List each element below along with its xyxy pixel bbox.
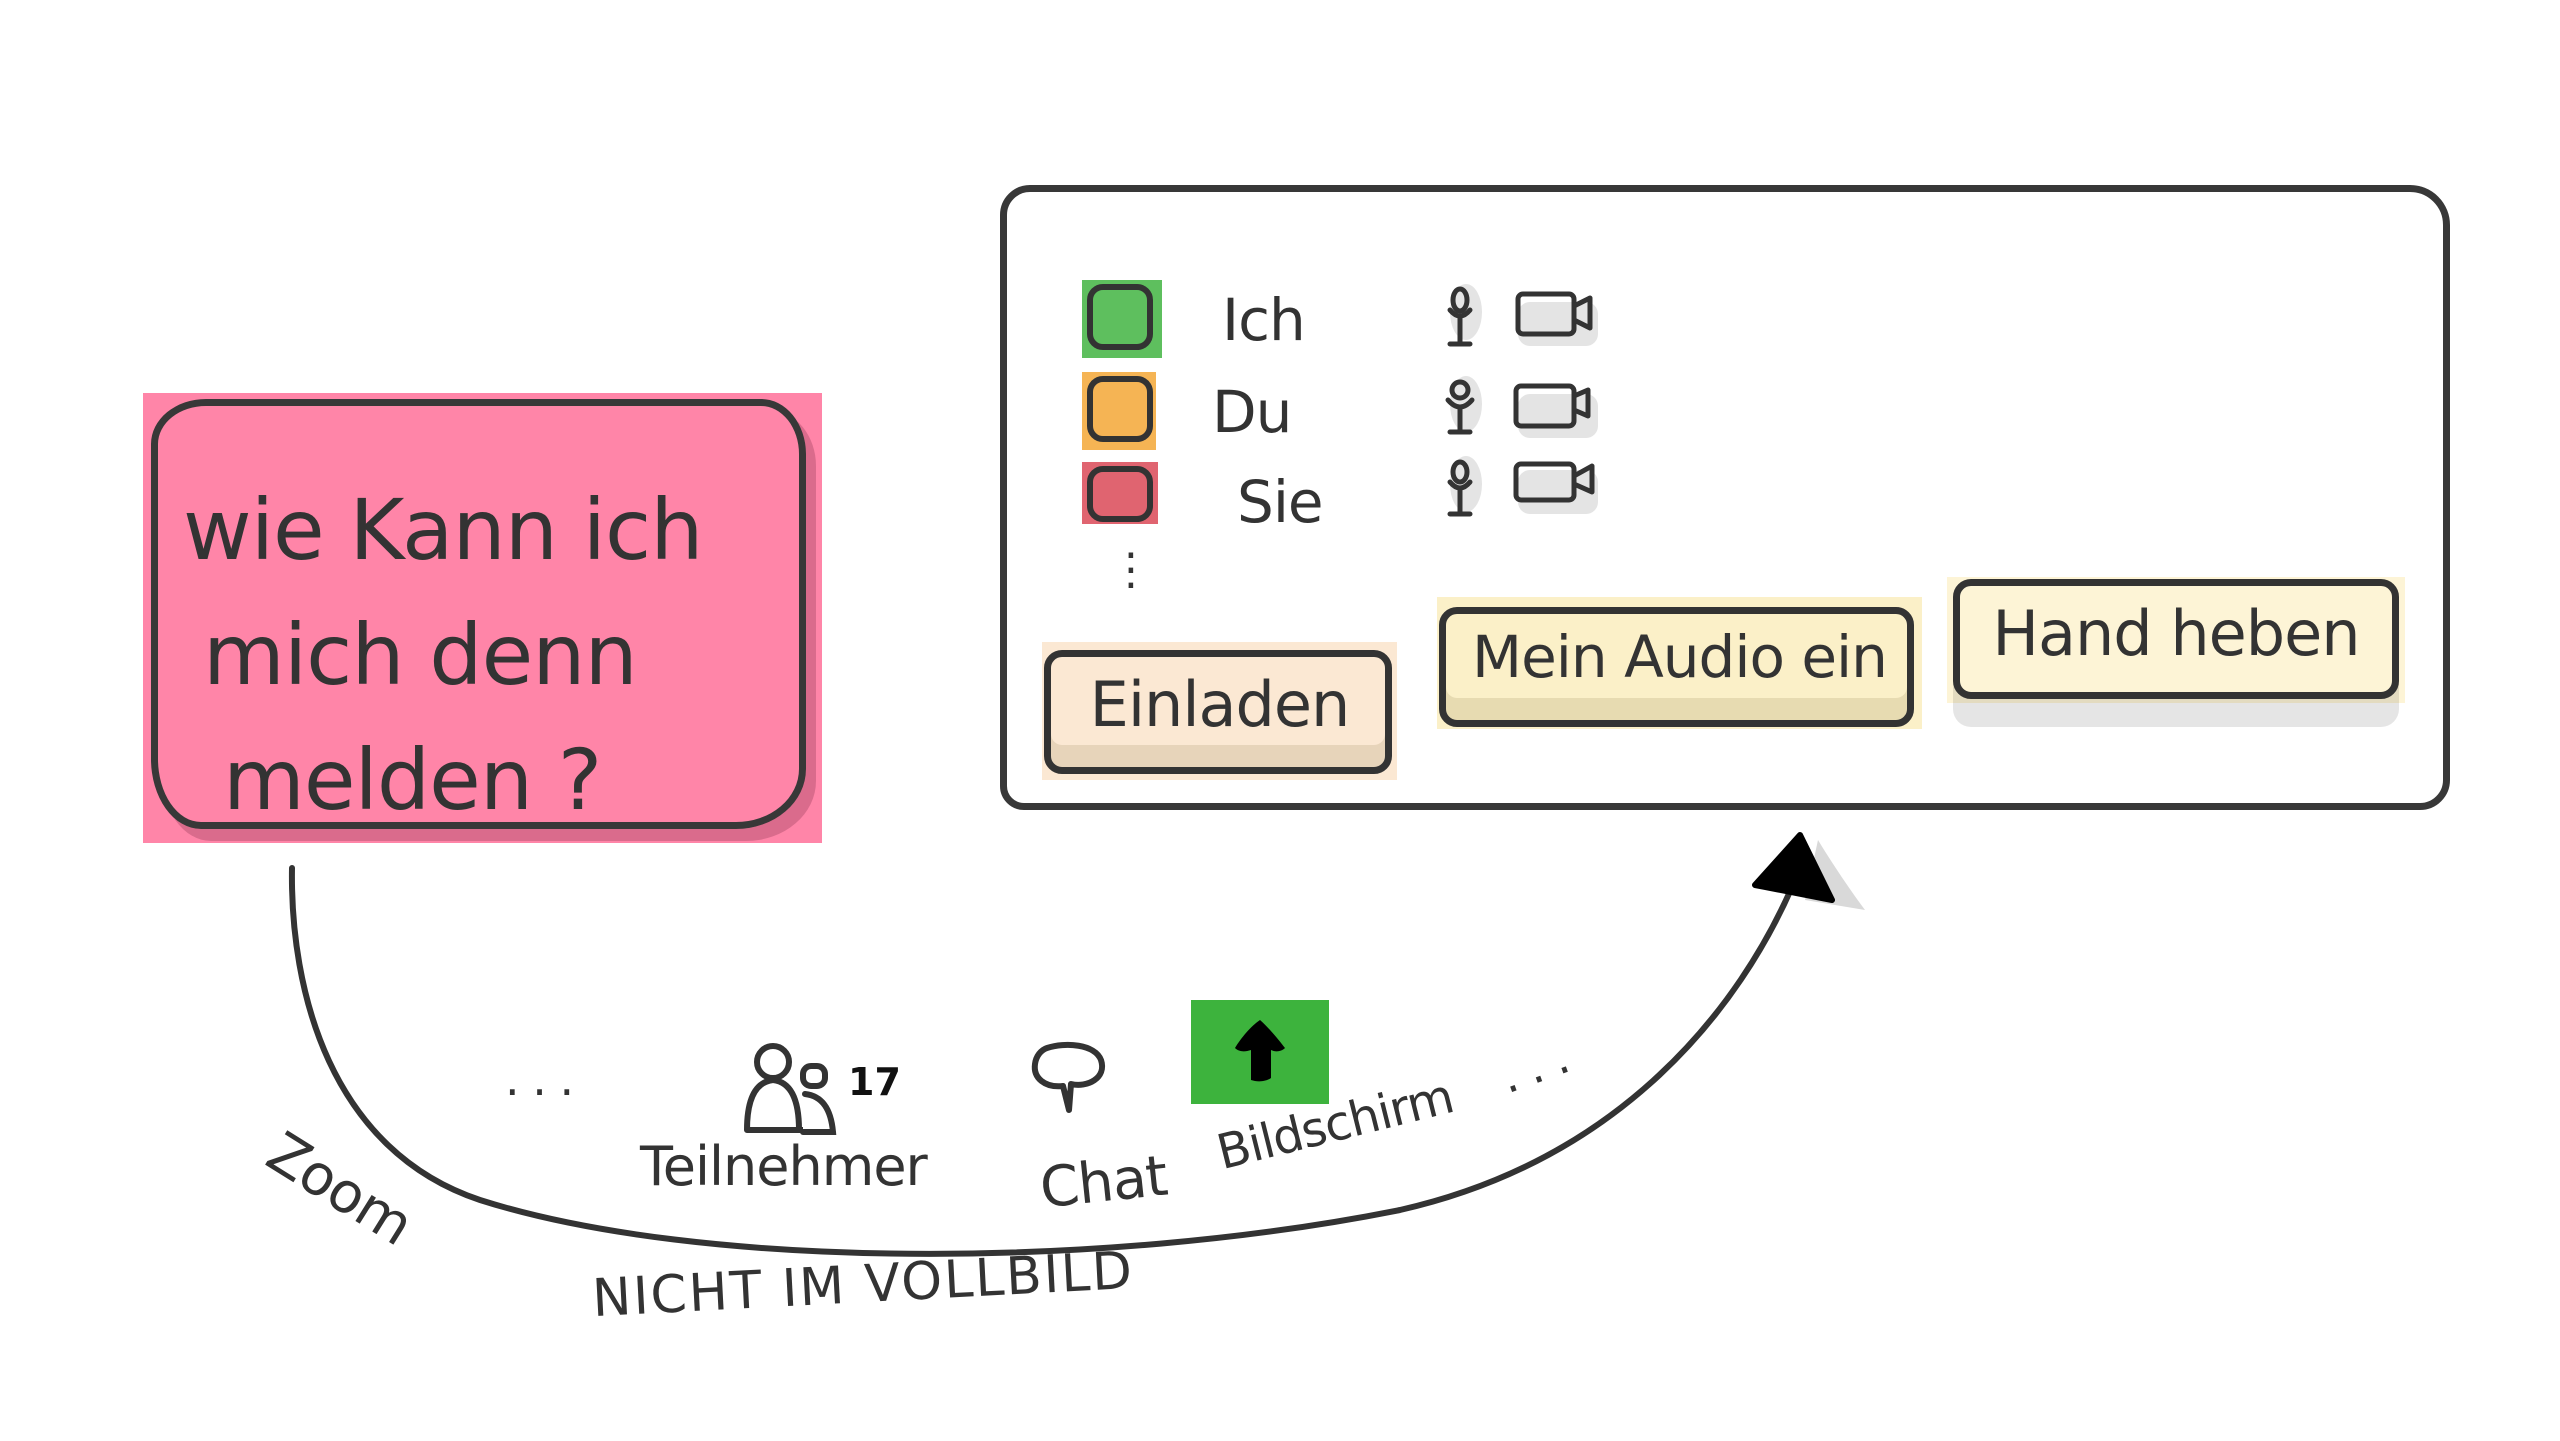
question-sticky-note: wie Kann ich mich denn melden ? xyxy=(143,393,822,843)
toolbar-trailing-ellipsis: . . . xyxy=(1492,1029,1576,1105)
microphone-icon[interactable] xyxy=(1442,282,1482,354)
participants-count-badge: 17 xyxy=(848,1060,901,1104)
video-camera-icon[interactable] xyxy=(1512,288,1602,350)
button-outline xyxy=(1044,650,1392,774)
participants-panel: Ich Du Sie xyxy=(1000,185,2450,810)
raise-hand-button[interactable]: Hand heben xyxy=(1947,577,2405,703)
button-outline xyxy=(1439,607,1914,727)
swatch-outline xyxy=(1087,466,1153,522)
microphone-icon[interactable] xyxy=(1442,374,1482,446)
status-swatch-red xyxy=(1082,462,1158,524)
sticky-line-2: mich denn xyxy=(203,606,638,704)
video-camera-icon[interactable] xyxy=(1512,380,1602,442)
status-swatch-green xyxy=(1082,280,1162,358)
more-participants-indicator: ⋮ xyxy=(1109,544,1153,595)
participant-row-du[interactable]: Du xyxy=(1082,372,1682,452)
swatch-outline xyxy=(1087,284,1153,350)
not-fullscreen-annotation: NICHT IM VOLLBILD xyxy=(590,1240,1136,1330)
participant-row-sie[interactable]: Sie xyxy=(1082,456,1682,542)
participant-name: Sie xyxy=(1237,468,1324,536)
raise-hand-button-label: Hand heben xyxy=(1992,597,2360,670)
sticky-line-1: wie Kann ich xyxy=(183,481,703,579)
participant-row-ich[interactable]: Ich xyxy=(1082,280,1682,360)
invite-button-label: Einladen xyxy=(1089,668,1351,741)
arrow-up-icon xyxy=(1235,1020,1285,1082)
button-outline xyxy=(1953,579,2399,699)
sticky-note-outline xyxy=(151,399,806,829)
toolbar-leading-ellipsis: . . . xyxy=(505,1052,574,1106)
unmute-audio-button-label: Mein Audio ein xyxy=(1472,623,1888,691)
zoom-app-label: Zoom xyxy=(255,1120,424,1259)
video-camera-icon[interactable] xyxy=(1512,456,1602,518)
participants-icon[interactable] xyxy=(733,1040,853,1140)
participants-button-label[interactable]: Teilnehmer xyxy=(640,1135,928,1198)
participant-name: Ich xyxy=(1222,286,1306,354)
chat-button-label[interactable]: Chat xyxy=(1036,1143,1170,1222)
status-swatch-orange xyxy=(1082,372,1156,450)
sticky-note-text: wie Kann ich mich denn melden ? xyxy=(183,468,783,843)
microphone-icon[interactable] xyxy=(1442,454,1482,526)
participant-name: Du xyxy=(1212,378,1292,446)
swatch-outline xyxy=(1087,376,1153,442)
invite-button[interactable]: Einladen xyxy=(1042,642,1397,780)
unmute-audio-button[interactable]: Mein Audio ein xyxy=(1437,597,1922,729)
speech-bubble-icon[interactable] xyxy=(1025,1038,1115,1123)
sticky-line-3: melden ? xyxy=(223,731,602,829)
share-screen-button[interactable] xyxy=(1191,1000,1329,1104)
